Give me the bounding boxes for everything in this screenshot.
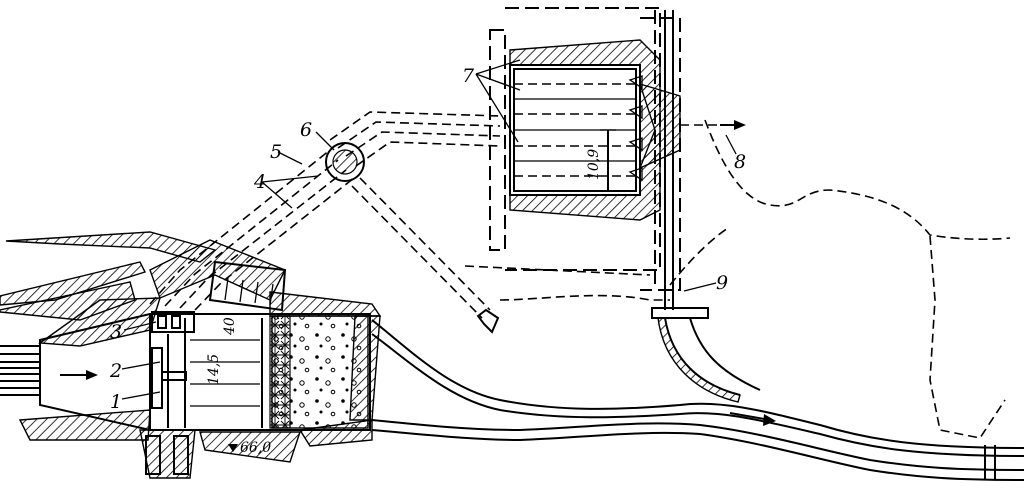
river-downstream bbox=[371, 319, 1024, 481]
elevation-marker: 66,0 bbox=[228, 440, 271, 456]
label-6: 6 bbox=[300, 119, 312, 141]
adit-branch bbox=[351, 177, 500, 334]
label-1: 1 bbox=[110, 391, 122, 413]
label-7: 7 bbox=[462, 65, 475, 87]
left-bank-terrain bbox=[0, 231, 217, 441]
label-8: 8 bbox=[734, 151, 746, 173]
penstock-pipes bbox=[149, 149, 355, 311]
label-2: 2 bbox=[109, 360, 122, 382]
headrace-tunnel bbox=[329, 111, 501, 167]
access-road bbox=[464, 227, 729, 301]
flow-arrow-upstream bbox=[60, 370, 98, 380]
label-4: 4 bbox=[253, 171, 266, 193]
powerhouse bbox=[489, 7, 681, 291]
label-9: 9 bbox=[716, 272, 728, 294]
tailrace bbox=[680, 119, 1011, 241]
dim-elevation: 66,0 bbox=[240, 440, 271, 456]
label-5: 5 bbox=[270, 141, 282, 163]
label-3: 3 bbox=[110, 321, 122, 343]
dim-dam-width: 40 bbox=[222, 317, 238, 336]
boundary-line bbox=[929, 235, 1006, 439]
outlet-channel bbox=[651, 10, 761, 403]
leader-lines bbox=[121, 59, 737, 400]
river-upstream bbox=[0, 345, 40, 396]
dim-spillway-length: 14,5 bbox=[206, 354, 222, 385]
flow-arrow-downstream bbox=[729, 412, 776, 426]
dim-block-height: 10,9 bbox=[586, 149, 602, 180]
